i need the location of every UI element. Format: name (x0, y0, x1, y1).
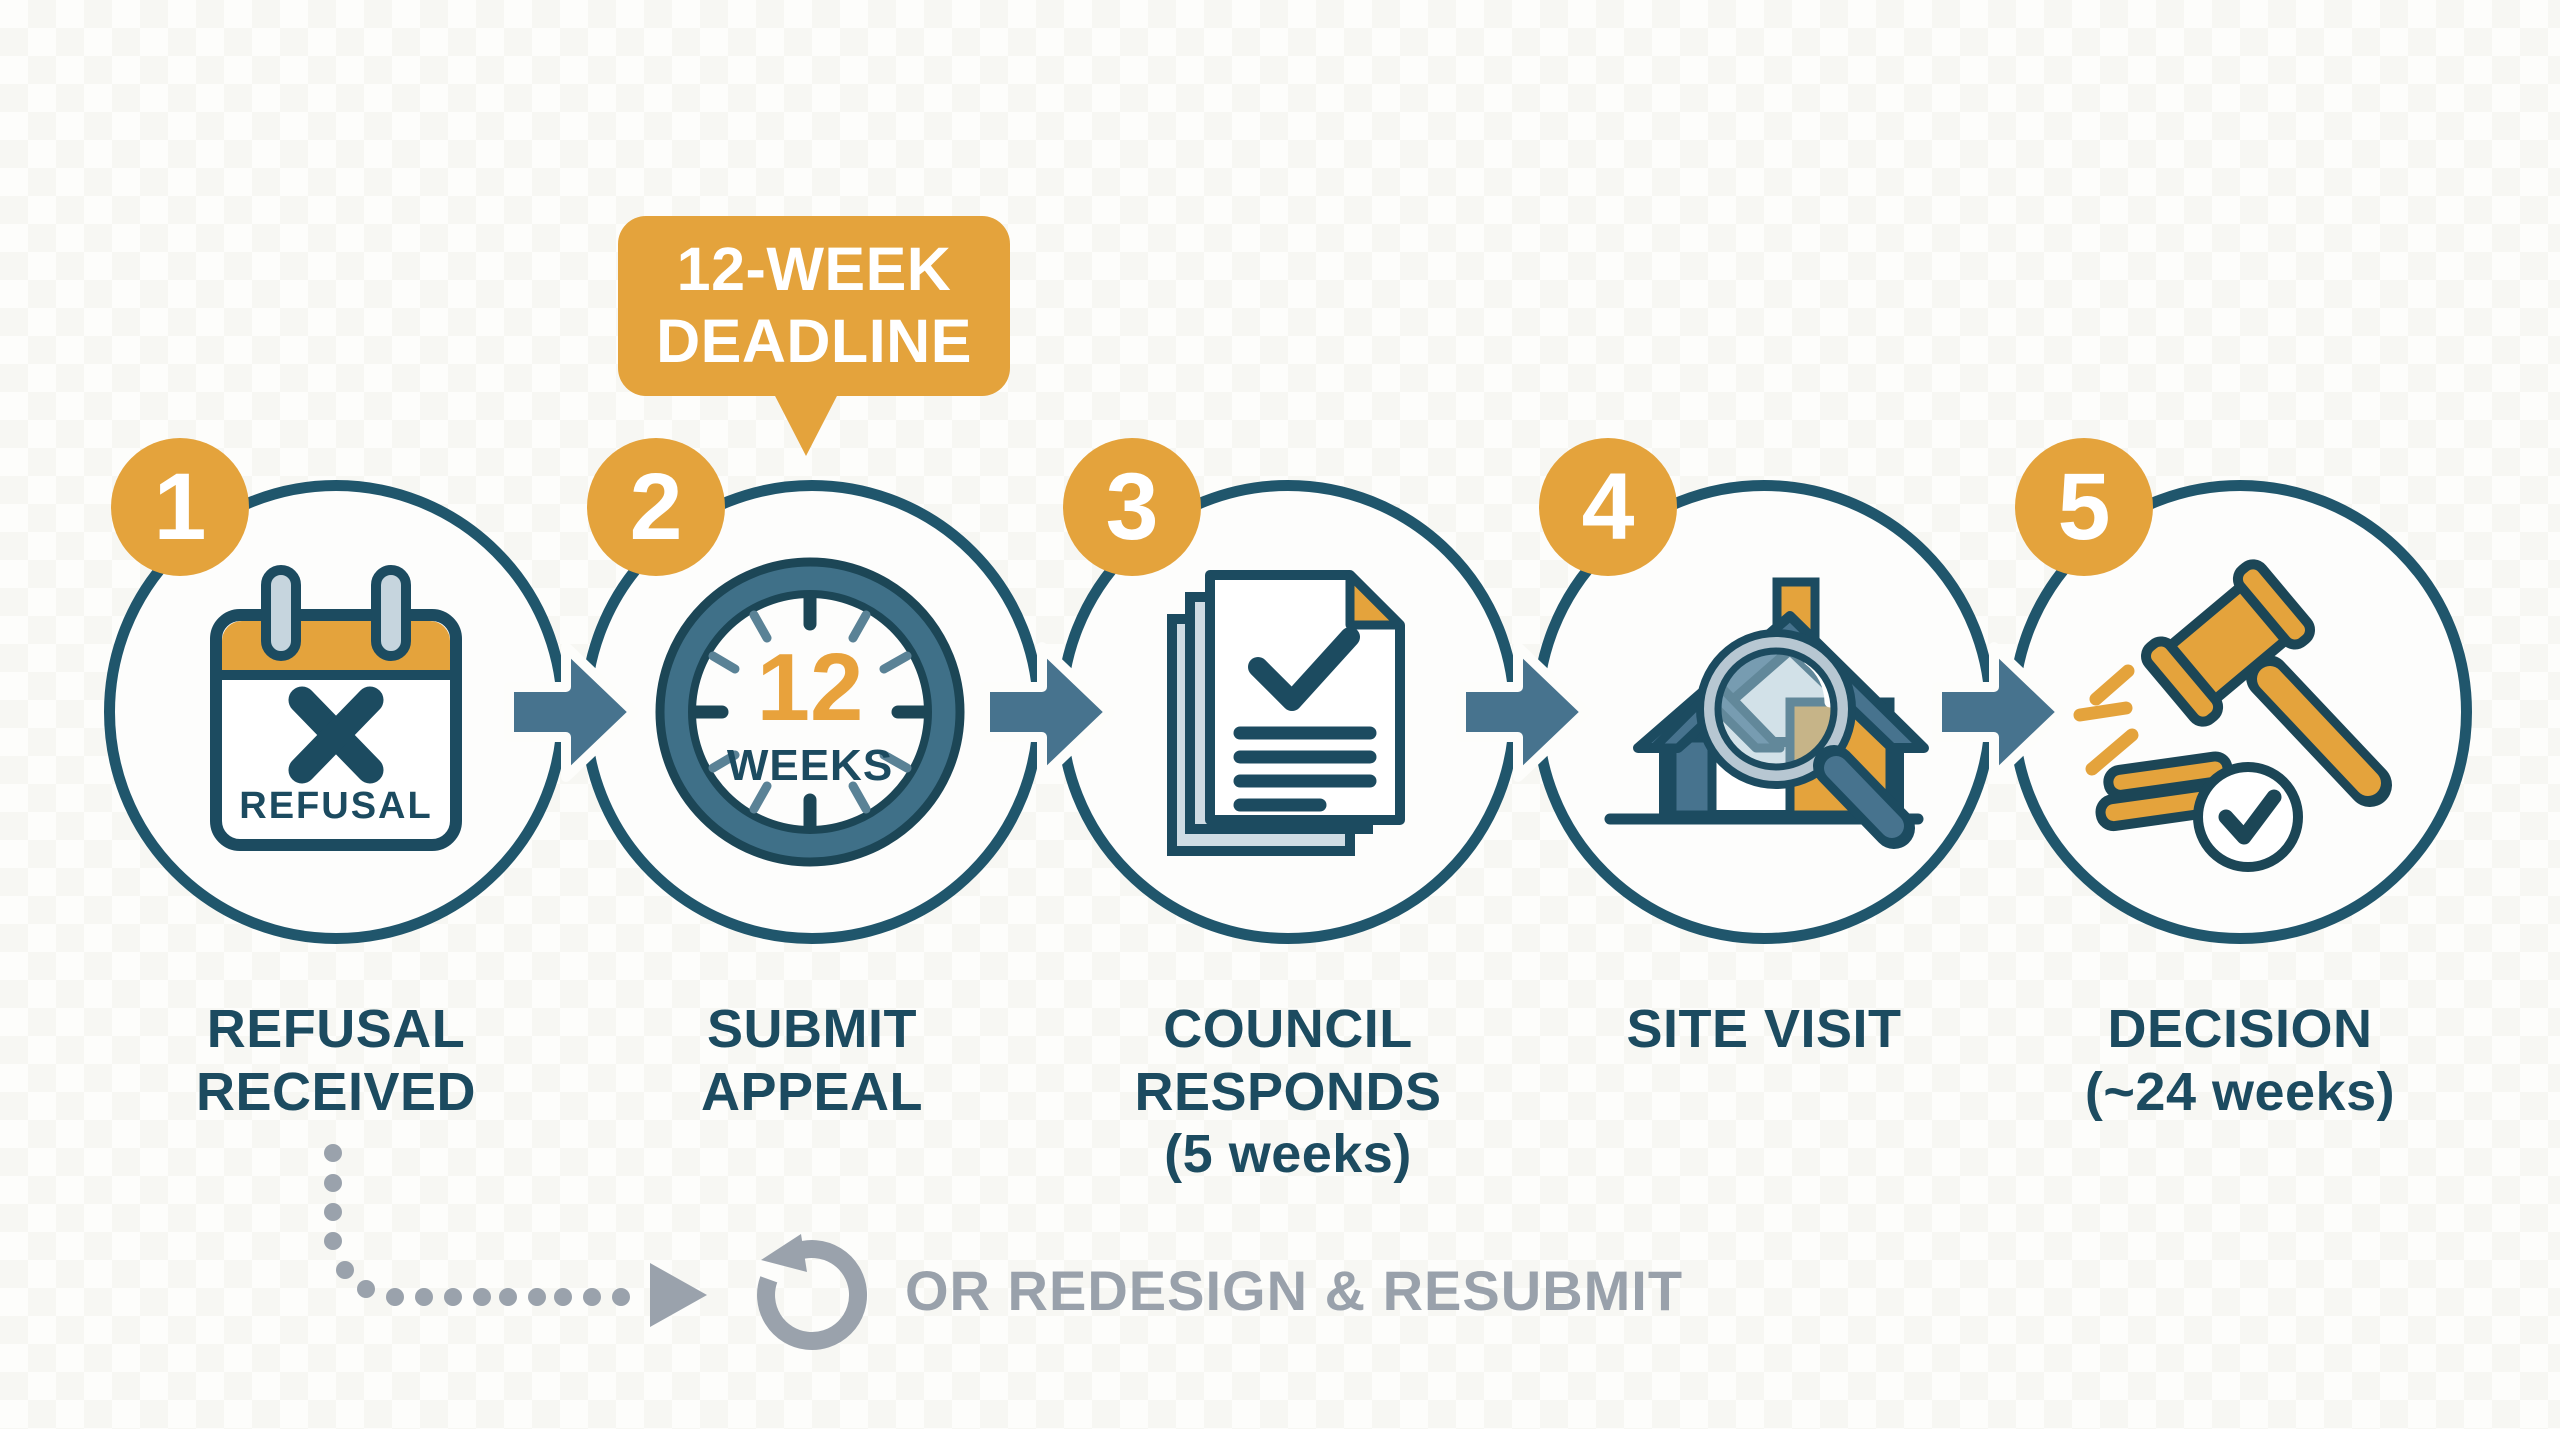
flow-arrow-icon (504, 642, 639, 782)
step-badge-5: 5 (2015, 438, 2153, 576)
calendar-ring (371, 565, 411, 661)
x-mark-icon (288, 686, 384, 784)
calendar-ring (261, 565, 301, 661)
flow-arrow-icon (980, 642, 1115, 782)
gavel-head (2141, 559, 2315, 727)
dotted-path-arrowhead (650, 1263, 707, 1327)
clock-value-text: 12 (757, 634, 864, 741)
step-label-5: DECISION (~24 weeks) (2084, 999, 2396, 1122)
step-label-1: REFUSAL RECEIVED (195, 999, 477, 1122)
step-number: 5 (2057, 453, 2111, 560)
folded-corner (1345, 570, 1405, 630)
step-number: 2 (629, 453, 683, 560)
approval-check (2193, 762, 2303, 872)
document-lines (1233, 726, 1377, 812)
step-label-4: SITE VISIT (1626, 999, 1902, 1059)
flow-arrow-icon (1456, 642, 1591, 782)
step-number: 3 (1105, 453, 1159, 560)
deadline-callout: 12-WEEK DEADLINE (618, 216, 1010, 396)
step-badge-3: 3 (1063, 438, 1201, 576)
documents-checklist-icon (1167, 570, 1405, 856)
clock-icon: 12 WEEKS (655, 557, 965, 867)
clock-hour-ticks (689, 591, 931, 833)
checkmark-icon (1248, 627, 1360, 711)
step-badge-1: 1 (111, 438, 249, 576)
impact-lines (2073, 664, 2139, 776)
step-label-2: SUBMIT APPEAL (700, 999, 924, 1122)
calendar-header (222, 621, 450, 675)
flow-arrow-icon (1932, 642, 2067, 782)
step-badge-2: 2 (587, 438, 725, 576)
deadline-callout-pointer (773, 392, 839, 456)
clock-unit-text: WEEKS (727, 741, 893, 790)
step-number: 1 (153, 453, 207, 560)
step-badge-4: 4 (1539, 438, 1677, 576)
fallback-label: OR REDESIGN & RESUBMIT (905, 1259, 1684, 1322)
deadline-callout-text: 12-WEEK DEADLINE (656, 235, 972, 375)
step-label-3: COUNCIL RESPONDS (5 weeks) (1134, 999, 1442, 1185)
calendar-refusal-icon: REFUSAL (210, 565, 462, 851)
house-magnifier-icon (1604, 577, 1929, 849)
gavel-icon (2073, 559, 2392, 872)
magnifier-icon (1696, 629, 1915, 849)
calendar-refusal-label: REFUSAL (239, 785, 432, 827)
dotted-path (324, 1144, 707, 1327)
gavel-handle (2246, 655, 2392, 807)
clock-minor-ticks (708, 610, 912, 814)
step-number: 4 (1581, 453, 1635, 560)
redo-loop-icon (757, 1234, 868, 1351)
